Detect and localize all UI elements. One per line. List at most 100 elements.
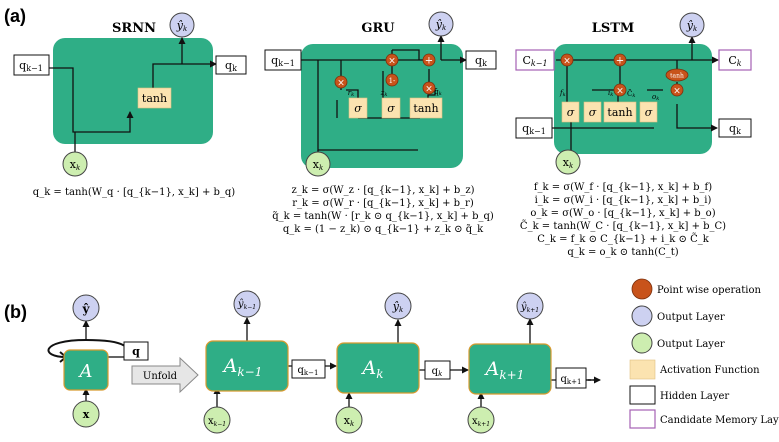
gru-sigma-r-box (348, 97, 368, 119)
lstm-eq-1: f_k = σ(W_f · [q_{k−1}, x_k] + b_f) (534, 182, 712, 193)
lstm-op-times-f-label: × (563, 57, 571, 67)
gru-output-node (428, 11, 454, 37)
srnn-block: SRNN tanh qk−1 qk ŷk xk q_k = tanh(W_q ·… (13, 12, 247, 198)
srnn-input-label: xk (70, 158, 80, 172)
folded-output-node (72, 294, 100, 322)
gru-op-times-z-label: × (425, 85, 433, 95)
legend-input-label: Output Layer (657, 339, 725, 350)
lstm-sigma-f: σ (567, 106, 575, 119)
lstm-sigma-i-box (583, 101, 602, 123)
gru-tanh-box (409, 97, 443, 119)
lstm-output-label: ŷk (686, 19, 697, 33)
gru-r-label: rk (348, 89, 354, 98)
legend-output-swatch (631, 305, 653, 327)
gru-op-one-minus (385, 73, 399, 87)
cell-k-plus-1-label: Ak+1 (484, 358, 525, 382)
lstm-i-label: ik (608, 89, 613, 98)
gru-sigma-z-box (381, 97, 401, 119)
input-k-minus-1: xk−1 (208, 416, 226, 428)
gru-op-plus-label: + (425, 56, 433, 67)
lstm-op-times-f (560, 53, 574, 67)
lstm-tanh-op-label: tanh (670, 73, 684, 80)
output-k: ŷk (392, 300, 403, 314)
cell-k-plus-1 (468, 343, 552, 395)
gru-output-label: ŷk (435, 18, 446, 32)
folded-input-node (72, 400, 100, 428)
lstm-equations: f_k = σ(W_f · [q_{k−1}, x_k] + b_f) i_k … (520, 182, 726, 258)
folded-input-label: x (83, 408, 90, 421)
hidden-k: qk (432, 366, 443, 378)
legend-candidate-swatch (629, 409, 656, 429)
gru-title: GRU (361, 21, 395, 36)
lstm-sigma-i: σ (589, 106, 597, 119)
folded-cell (63, 349, 109, 391)
hidden-k-minus-1: qk−1 (298, 365, 319, 377)
gru-input-label: xk (313, 158, 323, 172)
lstm-cell-out: Ck (728, 54, 741, 68)
lstm-hidden-in: qk−1 (522, 122, 546, 136)
gru-eq-4: q_k = (1 − z_k) ⊙ q_{k−1} + z_k ⊙ q̃_k (283, 224, 484, 235)
output-k-minus-1: ŷk−1 (237, 299, 256, 311)
panel-b-label: (b) (4, 302, 27, 322)
lstm-sigma-o: σ (645, 106, 653, 119)
output-node-k-plus-1 (516, 292, 544, 320)
folded-cell-label: A (78, 361, 93, 382)
lstm-hidden-out-box (718, 118, 752, 138)
lstm-cell-out-box (718, 49, 752, 71)
gru-qtilde-label: q̃k (434, 87, 442, 97)
lstm-eq-5: C_k = f_k ⊙ C_{k−1} + i_k ⊙ C̃_k (537, 233, 710, 245)
lstm-eq-6: q_k = o_k ⊙ tanh(C_t) (567, 247, 678, 258)
srnn-hidden-out-box (215, 55, 247, 75)
lstm-title: LSTM (592, 21, 635, 36)
lstm-ctilde-label: C̃k (627, 90, 635, 99)
gru-op-one-minus-label: 1- (389, 77, 396, 85)
legend-hidden-swatch (629, 385, 656, 405)
legend-output-label: Output Layer (657, 312, 725, 323)
legend-pointwise-label: Point wise operation (657, 285, 761, 296)
cell-k-minus-1 (205, 340, 289, 392)
input-node-k-plus-1 (467, 406, 495, 434)
lstm-sigma-f-box (561, 101, 580, 123)
lstm-tanh-box (603, 101, 637, 123)
lstm-eq-3: o_k = σ(W_o · [q_{k−1}, x_k] + b_o) (530, 208, 715, 219)
lstm-hidden-out: qk (729, 122, 741, 136)
lstm-cell-in: Ck−1 (522, 54, 547, 68)
legend-input-swatch (631, 332, 653, 354)
srnn-equation: q_k = tanh(W_q · [q_{k−1}, x_k] + b_q) (33, 187, 236, 198)
srnn-tanh-box (137, 87, 172, 109)
gru-eq-3: q̃_k = tanh(W · [r_k ⊙ q_{k−1}, x_k] + b… (272, 211, 494, 222)
hidden-k-plus-1: qk+1 (561, 374, 582, 386)
lstm-tanh-label: tanh (607, 106, 632, 119)
folded-hidden-label: q (132, 345, 140, 358)
gru-sigma-z: σ (387, 102, 395, 115)
gru-op-times-r (334, 75, 348, 89)
gru-op-times-z (422, 81, 436, 95)
lstm-o-label: ok (652, 93, 659, 102)
folded-hidden-box (123, 341, 149, 361)
lstm-f-label: fk (559, 89, 566, 98)
srnn-title: SRNN (112, 21, 156, 36)
lstm-hidden-in-box (515, 117, 553, 139)
lstm-sigma-o-box (639, 101, 658, 123)
lstm-op-times-o-label: × (673, 87, 681, 97)
folded-rnn: A q ŷ x (47, 294, 149, 428)
output-node-k (384, 292, 412, 320)
lstm-op-plus-label: + (616, 56, 624, 67)
legend-candidate-label: Candidate Memory Layer (660, 415, 779, 426)
srnn-input-node (62, 151, 88, 177)
gru-op-times-1 (385, 53, 399, 67)
unfold-label: Unfold (143, 371, 178, 382)
unrolled-k: Ak qk ŷk xk (335, 292, 469, 434)
srnn-tanh-label: tanh (142, 92, 167, 105)
lstm-eq-4: C̃_k = tanh(W_C · [q_{k−1}, x_k] + b_C) (520, 220, 726, 232)
input-k: xk (344, 414, 354, 428)
unrolled-k-plus-1: Ak+1 qk+1 ŷk+1 xk+1 (467, 292, 601, 434)
output-k-plus-1: ŷk+1 (520, 302, 539, 314)
lstm-op-times-i (613, 83, 627, 97)
lstm-op-times-o (670, 83, 684, 97)
cell-k (336, 342, 420, 394)
srnn-cell (53, 38, 213, 144)
gru-hidden-out-box (465, 50, 497, 70)
srnn-hidden-out: qk (225, 59, 237, 73)
srnn-hidden-in: qk−1 (19, 59, 43, 73)
